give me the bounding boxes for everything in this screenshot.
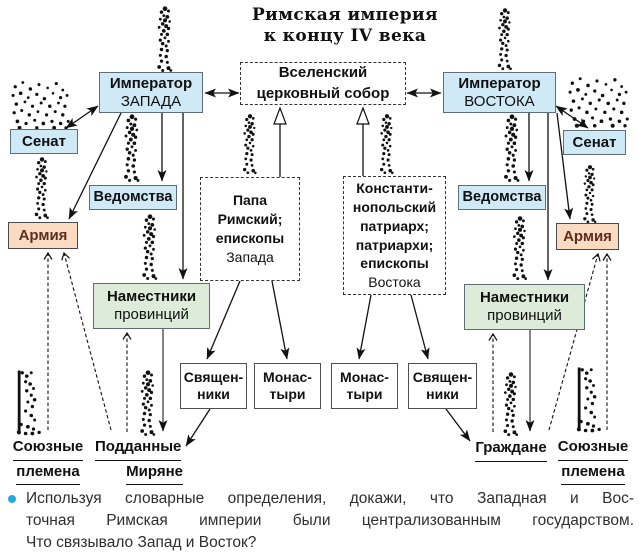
box-label: Сенат — [572, 133, 617, 151]
open-arrowhead-icon — [273, 106, 287, 125]
arrow-pope-priests — [206, 280, 241, 360]
statue-icon — [124, 114, 140, 182]
priests-east-box: Священ- ники — [408, 363, 477, 409]
label-line: Союзные — [557, 436, 629, 461]
dashed-arrow-subjects-army-west — [61, 251, 112, 431]
council-label: церковный собор — [256, 84, 390, 102]
label-line: племена — [561, 461, 625, 485]
clergy-label: патриархи; — [355, 236, 434, 253]
arrow-emperor-east-army — [556, 112, 574, 220]
column-statue-icon — [16, 370, 41, 436]
clergy-label: Запада — [226, 248, 274, 265]
clergy-label: Папа — [232, 192, 268, 209]
statue-icon — [503, 372, 519, 437]
pope-box: Папа Римский; епископы Запада — [200, 177, 300, 281]
statue-icon — [242, 114, 257, 175]
box-label: Армия — [18, 226, 68, 244]
page-title: Римская империя к концу IV века — [215, 5, 475, 48]
bullet-icon — [8, 495, 16, 503]
senate-west-box: Сенат — [10, 129, 78, 154]
box-label: Армия — [563, 227, 612, 245]
task-line: Используя словарные определения, докажи,… — [26, 490, 634, 507]
arrow-pope-monasteries — [271, 280, 290, 360]
emperor-east-box: Император ВОСТОКА — [443, 72, 556, 113]
departments-east-box: Ведомства — [458, 185, 546, 210]
box-label: Наместники — [479, 289, 570, 307]
clergy-label: Римский; — [217, 211, 283, 228]
box-label: Монас- — [263, 369, 312, 386]
clergy-label: Востока — [368, 274, 421, 291]
box-label: ники — [197, 386, 230, 402]
council-label: Вселенский — [278, 64, 368, 82]
box-label: Император — [109, 74, 193, 92]
statue-icon — [583, 165, 597, 224]
departments-west-box: Ведомства — [89, 185, 177, 210]
box-label: Ведомства — [93, 188, 173, 205]
statue-icon — [140, 370, 156, 437]
column-statue-icon — [576, 367, 601, 433]
governors-west-box: Наместники провинций — [93, 283, 210, 329]
crowd-icon — [568, 77, 629, 128]
open-arrowhead-icon — [356, 106, 370, 125]
senate-east-box: Сенат — [563, 130, 626, 155]
arrow-priests-citizens — [445, 408, 471, 442]
crowd-icon — [11, 81, 70, 130]
army-east-box: Армия — [556, 223, 619, 250]
arrow-patriarch-priests — [410, 294, 430, 360]
label-line: Подданные — [95, 436, 182, 461]
emperor-west-box: Император ЗАПАДА — [99, 72, 203, 113]
statue-icon — [157, 6, 173, 73]
dashed-arrow-citizens-army-east — [548, 252, 601, 431]
monasteries-west-box: Монас- тыри — [254, 363, 321, 409]
clergy-label: епископы — [360, 255, 429, 272]
arrow-emperor-west-senate — [65, 105, 99, 129]
monasteries-east-box: Монас- тыри — [331, 363, 398, 409]
statue-icon — [512, 216, 528, 281]
box-label: провинций — [487, 307, 562, 324]
task-line: Что связывало Запад и Восток? — [26, 534, 257, 551]
statue-icon — [142, 214, 158, 281]
governors-east-box: Наместники провинций — [464, 284, 585, 330]
box-label: тыри — [269, 386, 306, 402]
clergy-label: Константи- — [356, 179, 433, 196]
box-label: тыри — [346, 386, 383, 402]
patriarch-box: Константи- нопольский патриарх; патриарх… — [343, 176, 446, 295]
subjects-label: Подданные Миряне — [95, 436, 183, 485]
citizens-label: Граждане — [470, 437, 552, 462]
allied-tribes-east-label: Союзные племена — [553, 436, 633, 485]
label-line: Союзные — [12, 436, 84, 461]
arrow-emperor-east-senate — [555, 105, 589, 129]
box-label: Ведомства — [462, 188, 542, 205]
task-line: точная Римская империи были централизова… — [26, 512, 634, 529]
task-text: Используя словарные определения, докажи,… — [6, 488, 634, 554]
statue-icon — [497, 8, 512, 71]
box-label: ники — [426, 386, 459, 402]
priests-west-box: Священ- ники — [180, 363, 247, 409]
statue-icon — [504, 114, 520, 182]
box-label: Священ- — [412, 369, 473, 386]
label-line: Граждане — [475, 437, 547, 462]
clergy-label: нопольский — [352, 198, 437, 215]
arrow-priests-laity — [185, 408, 211, 447]
label-line: Миряне — [126, 461, 183, 485]
clergy-label: патриарх; — [360, 217, 429, 234]
title-line: Римская империя — [252, 5, 438, 25]
statue-icon — [34, 157, 49, 220]
statue-icon — [379, 114, 394, 175]
council-box: Вселенский церковный собор — [240, 62, 406, 105]
label-line: племена — [16, 461, 80, 485]
allied-tribes-west-label: Союзные племена — [8, 436, 88, 485]
box-label: ВОСТОКА — [464, 92, 535, 110]
box-label: Священ- — [183, 369, 244, 386]
box-label: Наместники — [106, 288, 197, 306]
clergy-label: епископы — [215, 230, 285, 246]
box-label: провинций — [114, 306, 189, 323]
title-line: к концу IV века — [263, 26, 427, 47]
box-label: ЗАПАДА — [120, 92, 182, 110]
box-label: Монас- — [340, 369, 389, 386]
arrow-patriarch-monasteries — [356, 294, 372, 360]
box-label: Император — [458, 74, 541, 92]
box-label: Сенат — [22, 132, 66, 150]
army-west-box: Армия — [8, 222, 78, 249]
